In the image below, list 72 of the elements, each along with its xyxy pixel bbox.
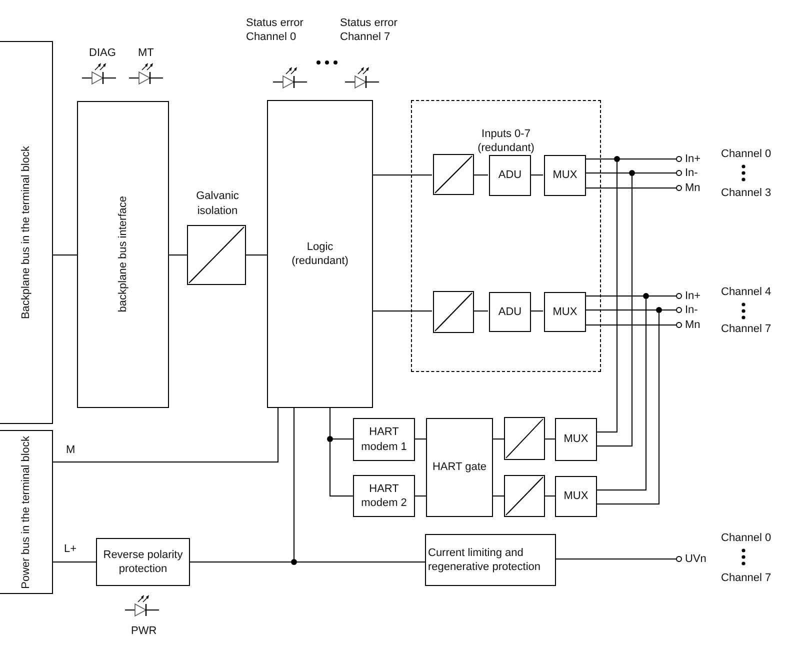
block-box [489, 292, 531, 332]
block-box [489, 155, 531, 196]
connector-line [372, 310, 432, 312]
connector-line [52, 254, 78, 256]
isolator-box [504, 417, 545, 460]
terminal-label: In+ [685, 152, 701, 166]
connector-line [544, 438, 556, 440]
block-label: Backplane bus in the terminal block [18, 146, 33, 320]
block-box [425, 534, 556, 586]
edge-label: M [66, 443, 76, 458]
block-heading: Galvanic isolation [195, 189, 240, 218]
connector-line [372, 174, 432, 176]
block-box [0, 430, 53, 594]
block-box [555, 418, 597, 461]
text-label: PWR [131, 624, 157, 638]
text-label: Status error Channel 0 [246, 16, 304, 45]
isolator-box [504, 475, 545, 517]
connector-line [168, 254, 188, 256]
block-box [267, 100, 373, 408]
connector-line [530, 174, 544, 176]
text-label: Status error Channel 7 [340, 16, 398, 45]
block-box [426, 418, 493, 517]
text-label: MT [138, 46, 154, 60]
isolator-box [433, 154, 474, 195]
block-label: MUX [552, 304, 578, 320]
block-label: HART modem 2 [360, 482, 408, 510]
connector-line [246, 254, 268, 256]
text-label: Channel 7 [721, 571, 772, 586]
block-box [353, 475, 415, 517]
text-label: Channel 3 [721, 186, 772, 200]
text-label: Channel 7 [721, 322, 772, 336]
block-label: ADU [498, 168, 522, 183]
connector-line [530, 310, 544, 312]
terminal-label: UVn [685, 552, 706, 566]
block-box [77, 101, 169, 408]
block-label: HART modem 1 [360, 425, 408, 454]
text-label: Channel 4 [721, 285, 772, 300]
connector-line [472, 174, 488, 176]
connector-line [556, 558, 676, 560]
terminal-label: In- [685, 303, 698, 317]
block-label: ADU [498, 304, 522, 320]
block-box [544, 155, 586, 196]
terminal-label: Mn [685, 318, 700, 332]
text-label: Channel 0 [721, 531, 772, 546]
terminal-label: Mn [685, 181, 700, 195]
block-label: Current limiting and regenerative protection [428, 546, 542, 574]
block-label: Reverse polarity protection [102, 548, 184, 576]
group-title: Inputs 0-7 (redundant) [476, 127, 536, 156]
dashed-group-frame [411, 100, 601, 372]
block-box [353, 418, 415, 461]
block-label: MUX [564, 489, 588, 504]
terminal-label: In- [685, 166, 698, 180]
text-label: DIAG [89, 46, 116, 60]
block-box [544, 292, 586, 332]
isolator-box [433, 291, 474, 333]
connector-line [472, 310, 488, 312]
edge-label: L+ [64, 542, 77, 556]
block-box [0, 41, 53, 424]
block-label: backplane bus interface [116, 196, 130, 313]
connector-line [414, 438, 426, 440]
block-label: Logic (redundant) [290, 240, 350, 268]
block-label: HART gate [431, 460, 488, 475]
terminal-label: In+ [685, 289, 701, 303]
text-label: Channel 0 [721, 147, 772, 162]
block-box [96, 538, 190, 586]
block-label: Power bus in the terminal block [18, 436, 33, 588]
connector-line [492, 438, 504, 440]
connector-line [584, 324, 676, 326]
block-label: MUX [564, 432, 588, 447]
block-label: MUX [552, 168, 578, 183]
block-box [555, 476, 597, 517]
connector-line [52, 408, 278, 462]
